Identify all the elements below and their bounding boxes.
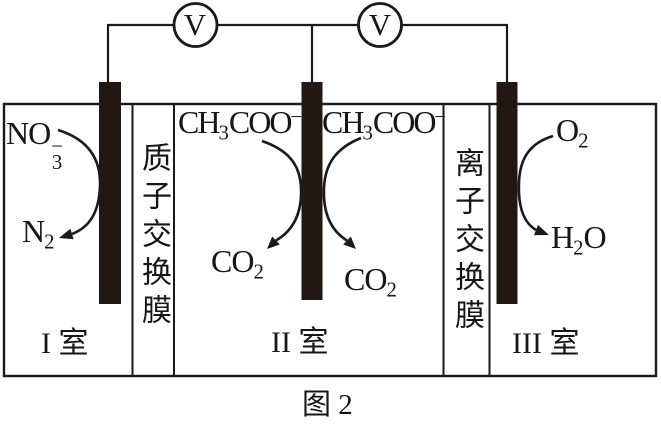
chamber-1-label: I 室 [41,327,89,360]
arrowhead-no3-to-n2 [59,228,74,240]
arrow-o2-to-h2o [517,134,554,232]
nitrogen-subscript: 2 [44,230,55,254]
figure-caption: 图 2 [302,389,353,421]
circuit-wire [106,23,509,84]
chamber-3-label: III 室 [512,327,580,360]
oxygen-base: O [556,112,579,148]
acetate-right-subscript: 3 [362,121,373,145]
water-pre: H [551,219,574,255]
acetate-left-charge: − [290,105,303,129]
acetate-left-pre: CH [178,104,220,140]
label-nitrogen: N2 [22,213,55,253]
acetate-left-subscript: 3 [218,121,229,145]
arrow-acetate-right-to-co2 [322,136,362,242]
arrow-no3-to-n2 [57,128,102,236]
oxygen-subscript: 2 [578,129,589,153]
acetate-left-mid: COO [228,104,293,140]
nitrate-subscript: 3 [51,150,63,174]
acetate-right-mid: COO [372,104,437,140]
label-oxygen: O2 [556,112,589,152]
nitrogen-base: N [22,213,45,249]
chamber-2-label: II 室 [271,326,329,359]
label-acetate-right: CH3COO− [322,104,447,144]
label-nitrate: NO−3 [6,115,63,174]
voltmeter-1-body [172,2,219,48]
label-water: H2O [551,219,607,259]
water-post: O [583,219,607,255]
acetate-right-pre: CH [322,104,364,140]
nitrate-charge-sub-stack: −3 [51,134,63,174]
acetate-right-charge: − [434,105,447,129]
arrow-acetate-left-to-co2 [261,139,303,242]
nitrate-base: NO [6,115,51,151]
electrode-1 [99,82,121,304]
arrowhead-acetate-right-to-co2 [343,236,356,249]
label-acetate-left: CH3COO− [178,104,303,144]
voltmeter-2-label: V [368,7,392,42]
voltmeter-1-label: V [183,7,207,42]
voltmeter-2-body [357,2,403,48]
ion-membrane-label: 离子交换膜 [450,147,483,337]
label-co2-right: CO2 [344,261,397,301]
arrowhead-o2-to-h2o [534,224,549,236]
arrowhead-acetate-left-to-co2 [267,236,280,249]
co2-left-base: CO [211,243,254,279]
co2-right-subscript: 2 [386,278,397,302]
label-co2-left: CO2 [211,243,264,283]
cell-outline [2,102,658,378]
electrode-2 [301,82,323,300]
electrode-3 [496,82,518,304]
co2-right-base: CO [344,261,387,297]
co2-left-subscript: 2 [253,260,264,284]
water-subscript: 2 [573,236,584,260]
nitrate-charge: − [51,134,63,158]
proton-membrane-label: 质子交换膜 [137,142,170,332]
